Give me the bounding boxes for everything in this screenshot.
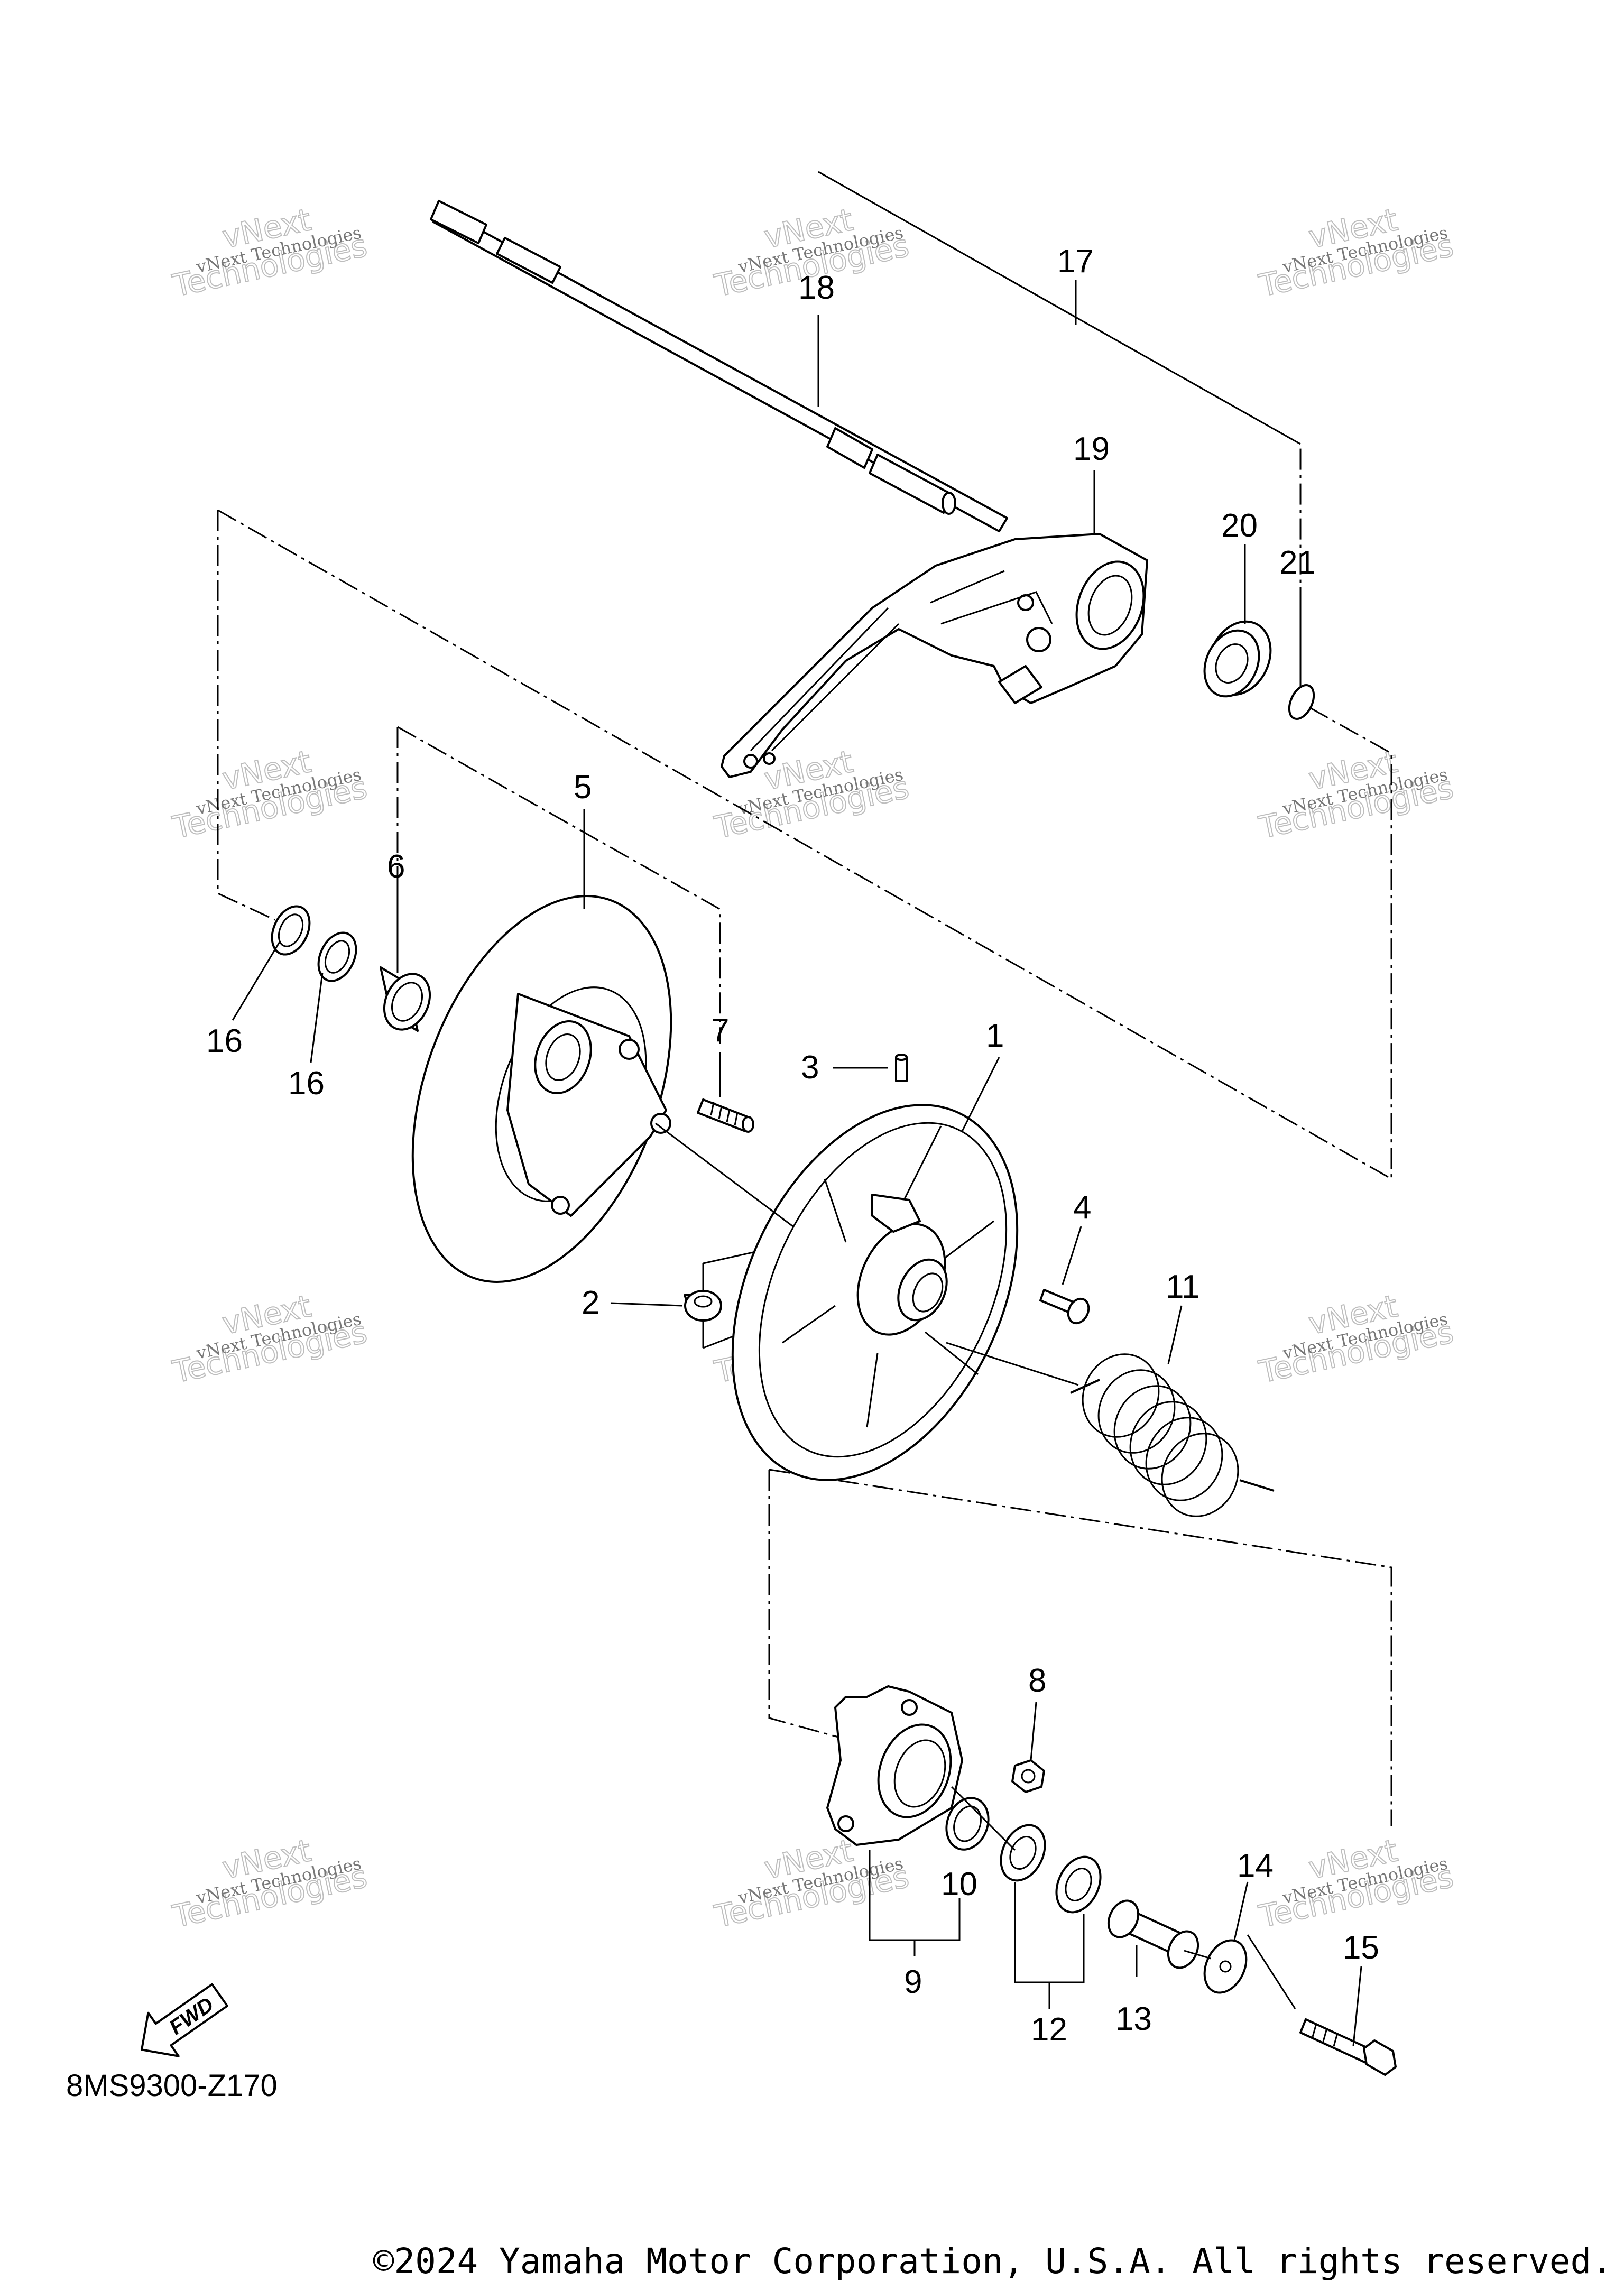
frame-bottom	[768, 1469, 1392, 1826]
callout-16b: 16	[288, 1065, 325, 1102]
collar-part-13	[1107, 1899, 1199, 1969]
leader-1	[961, 1057, 1000, 1132]
fwd-arrow-icon: FWD	[141, 1983, 228, 2057]
callout-12: 12	[1031, 2011, 1067, 2048]
callout-10: 10	[941, 1866, 977, 1903]
leader-11	[1167, 1305, 1183, 1364]
callout-8: 8	[1028, 1663, 1046, 1699]
leader-16b	[310, 972, 324, 1063]
callout-15: 15	[1343, 1929, 1379, 1966]
slider-part-2	[684, 1290, 722, 1322]
callout-5: 5	[574, 769, 592, 806]
circlip-part-21	[1288, 684, 1315, 720]
axis-lines	[655, 1122, 1296, 2009]
callout-11: 11	[1166, 1269, 1199, 1305]
pin-part-3	[895, 1054, 908, 1082]
leader-14	[1233, 1881, 1249, 1941]
callout-21: 21	[1279, 544, 1316, 581]
callout-20: 20	[1221, 507, 1258, 544]
callout-18: 18	[798, 270, 835, 306]
diagram-code: 8MS9300-Z170	[66, 2069, 278, 2103]
leader-4	[1062, 1226, 1082, 1285]
washer-part-16b	[317, 931, 357, 982]
callout-3: 3	[801, 1049, 819, 1086]
washer-part-16a	[271, 905, 311, 956]
callout-4: 4	[1073, 1189, 1091, 1226]
bushing-part-6	[380, 966, 431, 1032]
washer-part-12b	[1055, 1855, 1102, 1914]
leader-2	[610, 1302, 682, 1307]
housing-part-9	[826, 1685, 963, 1846]
stud-part-7	[697, 1098, 754, 1133]
washer-part-14	[1203, 1939, 1248, 1994]
copyright-notice: ©2024 Yamaha Motor Corporation, U.S.A. A…	[373, 2241, 1612, 2282]
leader-16a	[232, 940, 281, 1021]
callout-17: 17	[1057, 243, 1094, 280]
shaft-part-18	[430, 200, 1008, 532]
bearing-part-20	[1203, 620, 1272, 698]
washer-part-12a	[1000, 1824, 1046, 1882]
callout-2: 2	[582, 1285, 599, 1321]
sheave-part-1	[731, 1104, 1019, 1481]
sheave-part-5	[411, 895, 672, 1283]
leader-9	[869, 1850, 961, 1956]
leader-12	[1014, 1882, 1085, 2009]
callout-13: 13	[1115, 2001, 1152, 2037]
bolt-part-15	[1299, 2018, 1397, 2076]
arm-part-19	[721, 533, 1148, 778]
leader-15	[1352, 1966, 1362, 2046]
callout-9: 9	[904, 1964, 922, 2000]
nut-part-8	[1011, 1759, 1045, 1793]
spring-part-11	[1070, 1353, 1275, 1517]
bushing-part-10	[945, 1797, 990, 1851]
callout-6: 6	[387, 848, 405, 885]
callout-1: 1	[986, 1018, 1004, 1054]
callout-14: 14	[1237, 1848, 1274, 1884]
frame-top-outer	[217, 509, 1392, 1180]
screw-part-4	[1039, 1289, 1090, 1325]
callout-7: 7	[711, 1012, 729, 1049]
callout-19: 19	[1073, 431, 1110, 467]
leader-8	[1030, 1702, 1037, 1761]
callout-16a: 16	[206, 1023, 243, 1059]
leader-17	[818, 171, 1301, 445]
frame-16	[217, 510, 275, 921]
frame-5-7	[397, 726, 721, 1044]
